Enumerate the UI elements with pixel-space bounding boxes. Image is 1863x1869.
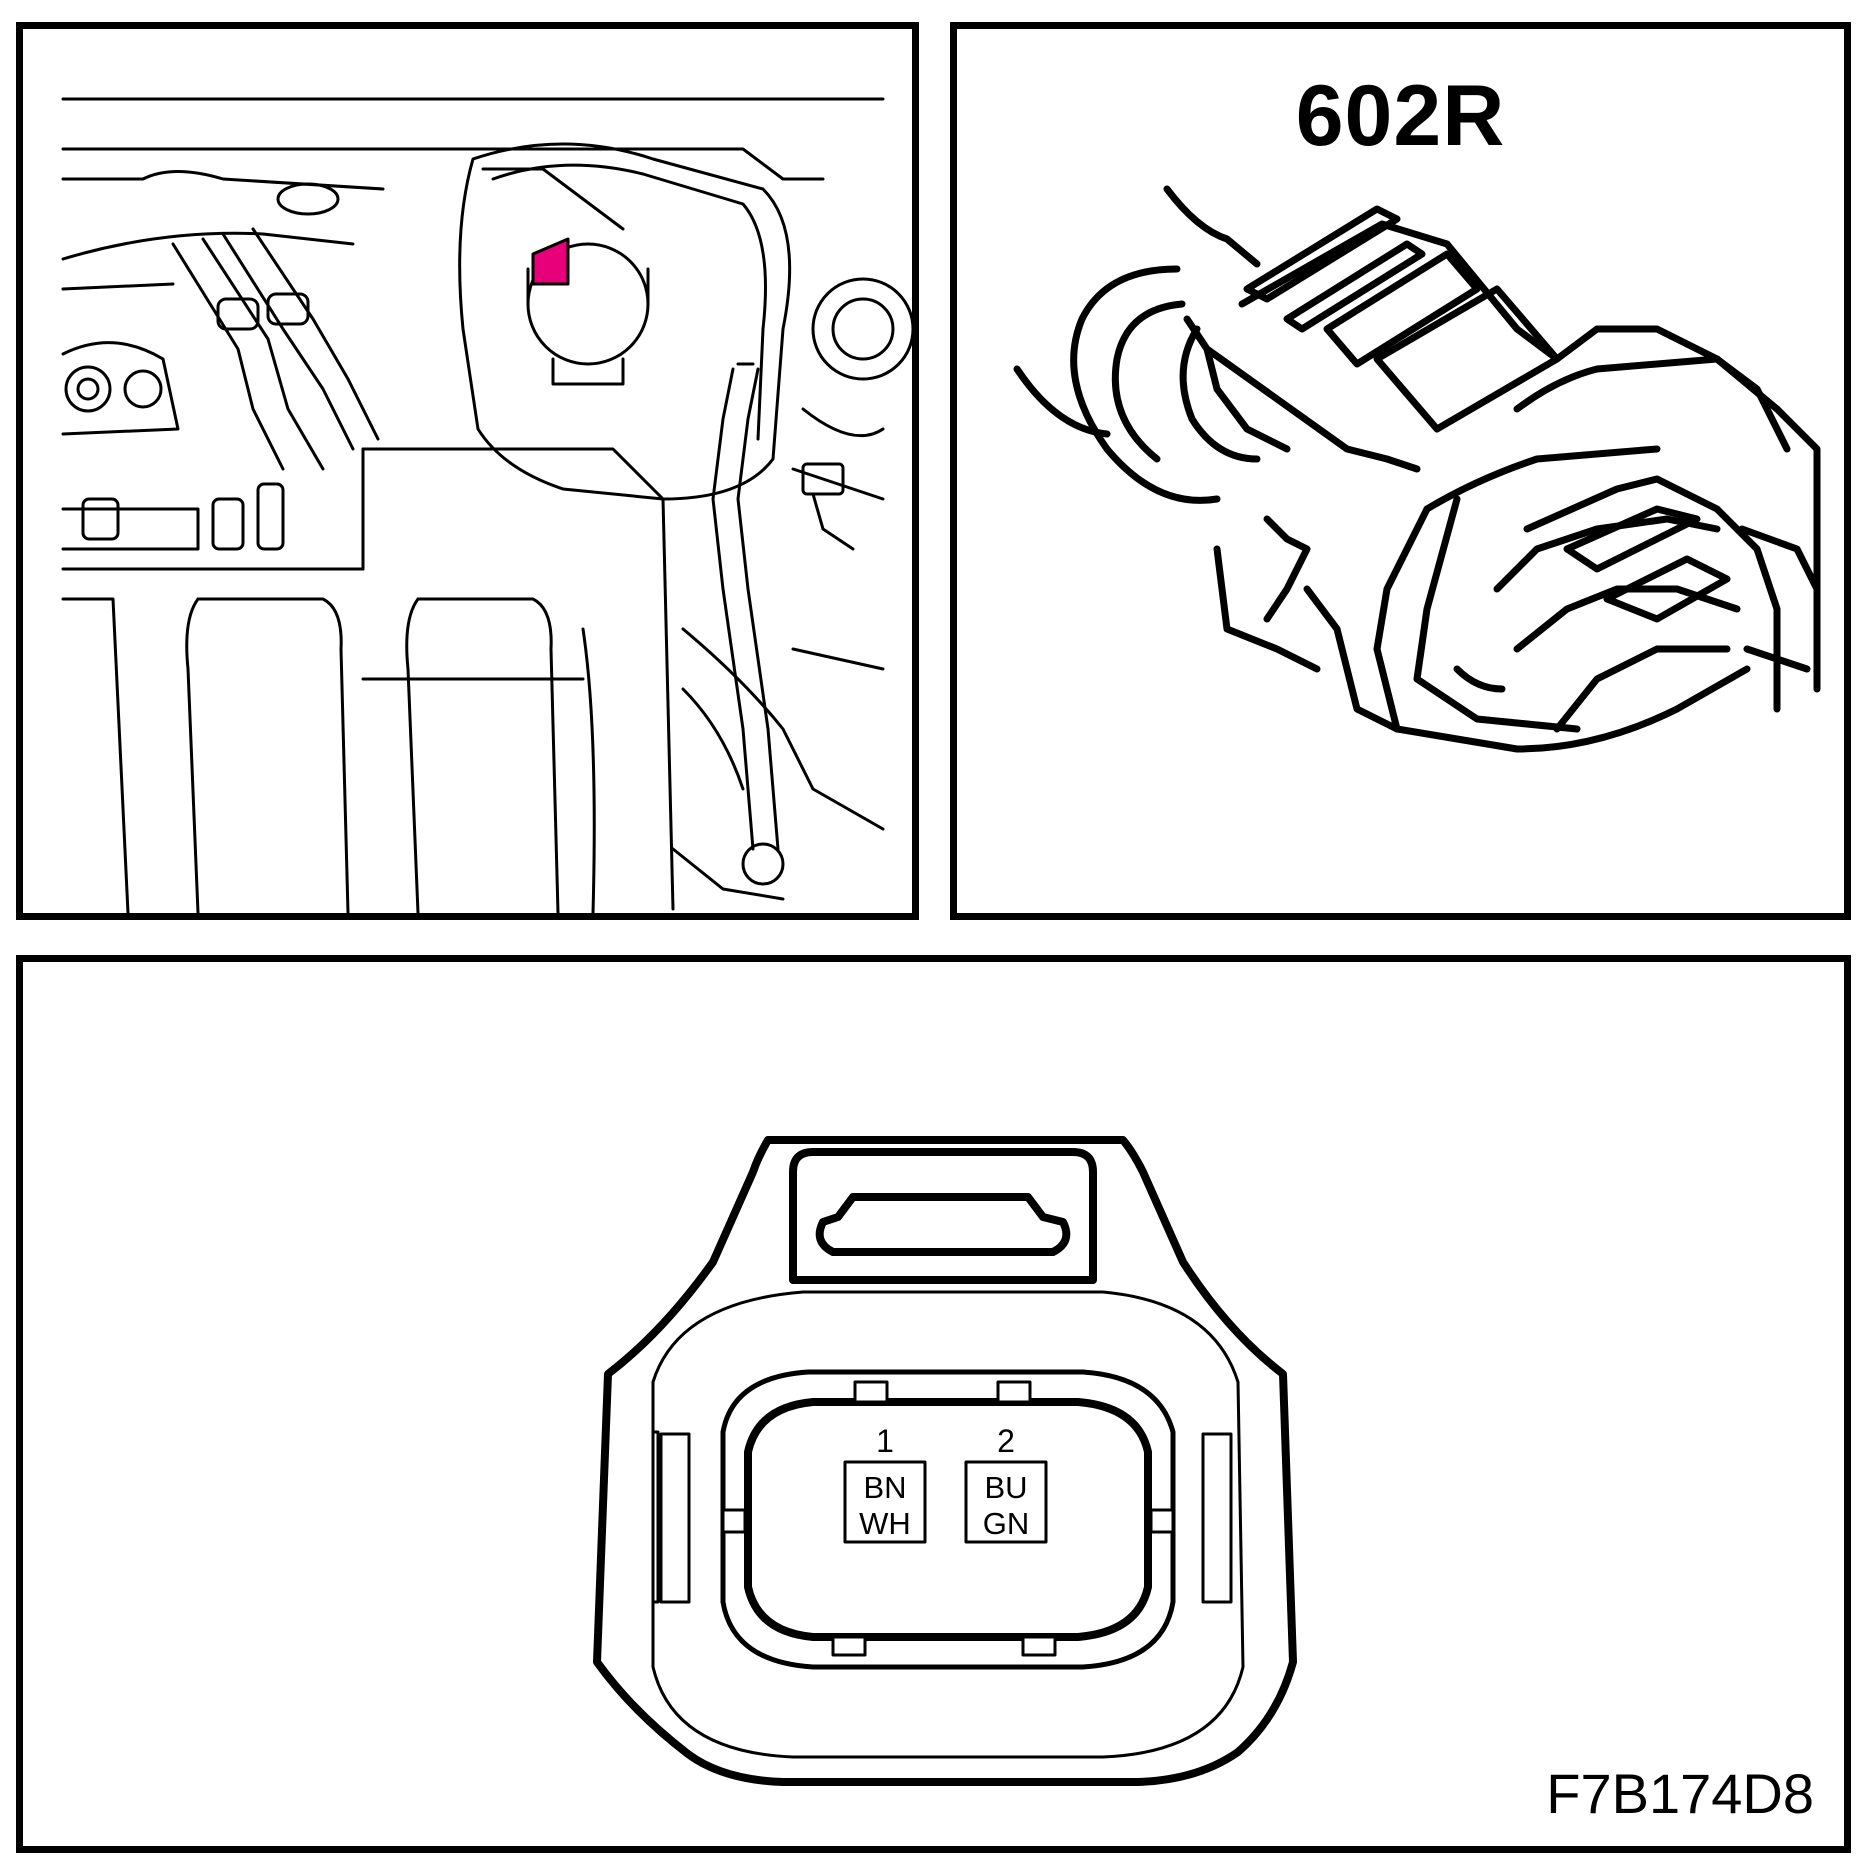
pin-1-color-bottom: WH <box>859 1506 911 1541</box>
pin-2-number: 2 <box>997 1423 1015 1459</box>
connector-3d-illustration <box>1013 185 1821 753</box>
connector-face-panel: 1 2 BN WH BU GN F7B174D8 <box>16 955 1851 1853</box>
engine-bay-illustration <box>61 97 912 913</box>
pin-1-number: 1 <box>876 1423 894 1459</box>
connector-id-label: 602R <box>1295 68 1506 164</box>
pin-2-color-bottom: GN <box>983 1506 1030 1541</box>
pin-2-box <box>964 1460 1048 1544</box>
pin-1-box <box>843 1460 927 1544</box>
connector-view-panel: 602R <box>950 22 1851 920</box>
connector-face-illustration: 1 2 BN WH BU GN <box>593 1136 1297 1786</box>
pin-1-color-top: BN <box>863 1470 906 1505</box>
location-view-panel <box>16 22 919 920</box>
pin-2-color-top: BU <box>984 1470 1027 1505</box>
figure-id-label: F7B174D8 <box>1546 1762 1814 1825</box>
